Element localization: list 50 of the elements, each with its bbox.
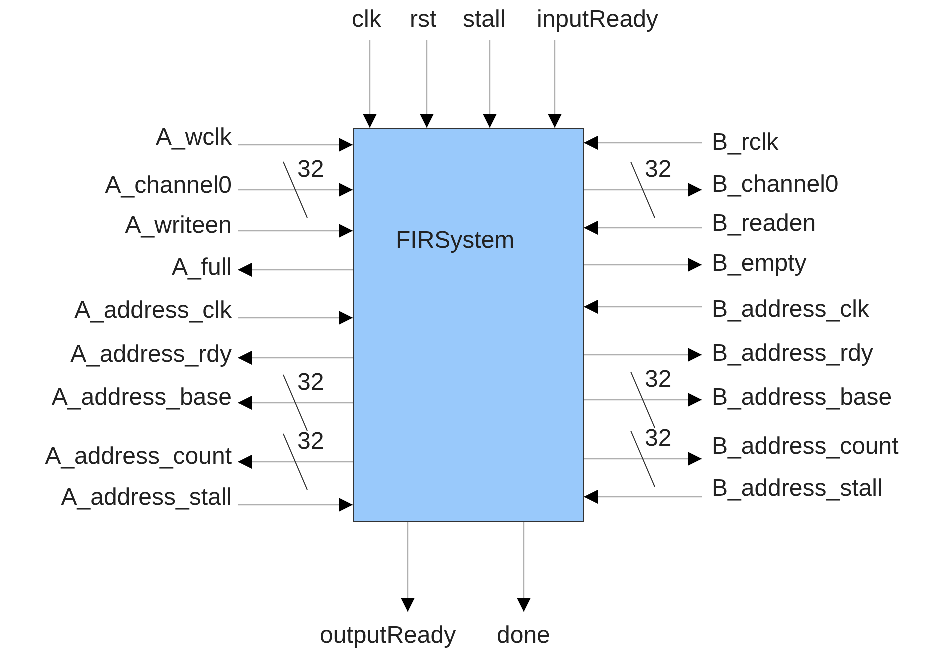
signal-arrow	[238, 138, 353, 152]
signal-name: A_address_clk	[74, 297, 232, 325]
signal-name: A_channel0	[105, 172, 232, 200]
bus-width-label: 32	[298, 156, 324, 184]
signal-name: B_empty	[712, 250, 807, 278]
signal-arrow	[548, 40, 562, 128]
signal-arrow	[517, 522, 531, 612]
signal-name: A_address_count	[45, 443, 232, 471]
signal-arrow	[584, 300, 702, 314]
signal-arrow	[584, 221, 702, 235]
signal-name: A_wclk	[156, 124, 232, 152]
block-box	[353, 128, 584, 522]
signal-arrow	[483, 40, 497, 128]
bus-width-label: 32	[298, 369, 324, 397]
signal-name: B_address_rdy	[712, 340, 874, 368]
block-name: FIRSystem	[396, 227, 515, 255]
signal-arrow	[238, 311, 353, 325]
signal-name: B_address_clk	[712, 296, 870, 324]
bus-width-label: 32	[645, 156, 672, 184]
signal-arrow	[584, 490, 702, 504]
signal-name: B_address_base	[712, 384, 892, 412]
signal-arrow	[401, 522, 415, 612]
signal-arrow	[238, 224, 353, 238]
signal-name: A_address_stall	[61, 484, 232, 512]
signal-name: A_address_base	[52, 384, 232, 412]
bus-width-label: 32	[645, 366, 672, 394]
signal-name: clk	[352, 6, 382, 34]
signal-name: B_address_count	[712, 433, 899, 461]
bus-width-label: 32	[645, 425, 672, 453]
signal-name: B_rclk	[712, 129, 779, 157]
signal-name: A_full	[172, 254, 232, 282]
signal-name: B_readen	[712, 210, 816, 238]
bus-width-label: 32	[298, 428, 324, 456]
signal-name: inputReady	[537, 6, 658, 34]
signal-arrow	[420, 40, 434, 128]
signal-name: B_address_stall	[712, 475, 883, 503]
signal-arrow	[363, 40, 377, 128]
signal-name: stall	[463, 6, 506, 34]
signal-arrow	[238, 263, 353, 277]
signal-name: A_address_rdy	[70, 341, 232, 369]
signal-name: outputReady	[320, 622, 456, 650]
signal-name: rst	[410, 6, 437, 34]
signal-arrow	[584, 348, 702, 362]
signal-arrow	[584, 258, 702, 272]
signal-name: done	[497, 622, 550, 650]
signal-name: B_channel0	[712, 171, 839, 199]
signal-arrow	[238, 351, 353, 365]
signal-arrow	[584, 136, 702, 150]
signal-name: A_writeen	[125, 212, 232, 240]
signal-arrow	[238, 498, 353, 512]
